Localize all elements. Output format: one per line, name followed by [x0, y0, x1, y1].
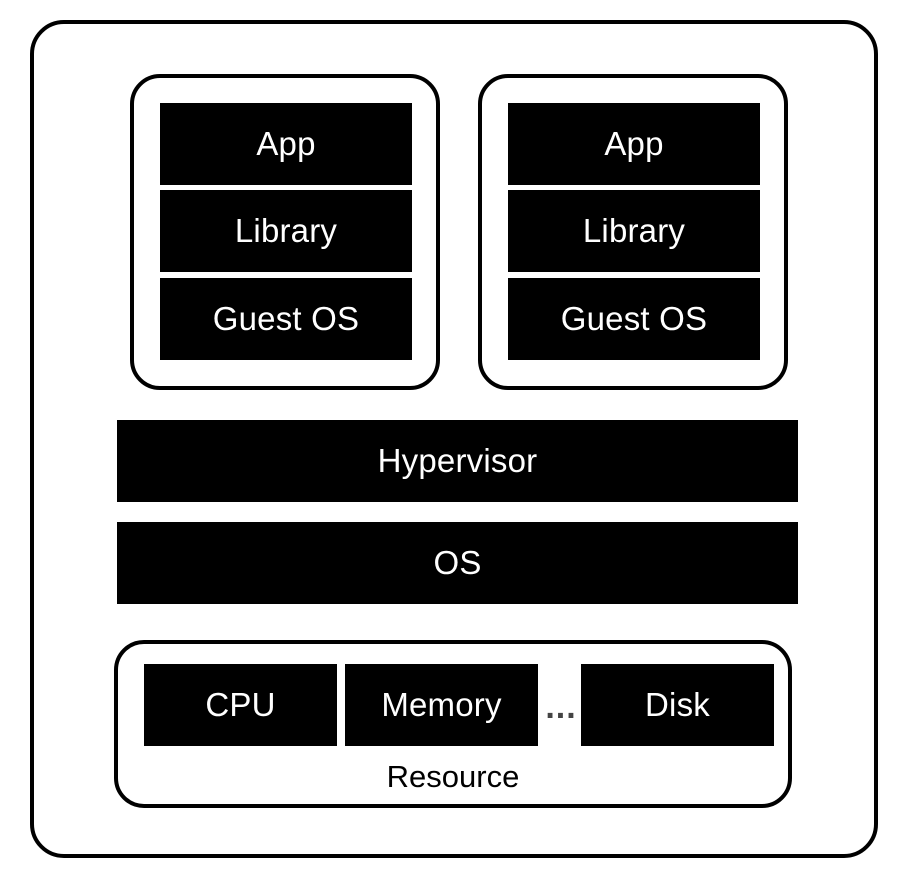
disk-block: Disk [581, 664, 774, 746]
vm2-app-layer: App [508, 103, 760, 185]
vm2-library-layer: Library [508, 190, 760, 272]
memory-block: Memory [345, 664, 538, 746]
more-resources-ellipsis: ... [545, 687, 577, 726]
vm1-app-layer: App [160, 103, 412, 185]
vm1-guest-os-layer: Guest OS [160, 278, 412, 360]
resource-group: CPU Memory ... Disk Resource [114, 640, 792, 808]
resource-label: Resource [386, 759, 520, 794]
host-os-layer: OS [117, 522, 798, 604]
vm1-library-layer: Library [160, 190, 412, 272]
virtual-machine-2: App Library Guest OS [478, 74, 788, 390]
vm2-guest-os-layer: Guest OS [508, 278, 760, 360]
cpu-block: CPU [144, 664, 337, 746]
virtual-machine-1: App Library Guest OS [130, 74, 440, 390]
hypervisor-layer: Hypervisor [117, 420, 798, 502]
